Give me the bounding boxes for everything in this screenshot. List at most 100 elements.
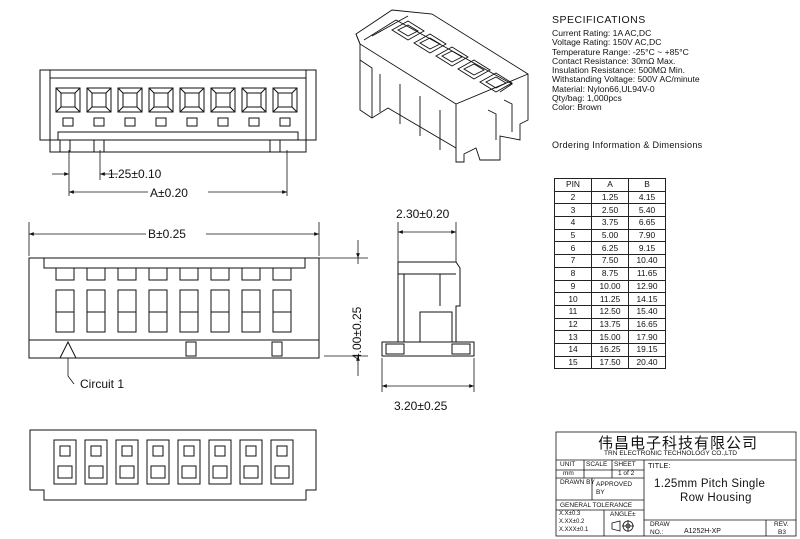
spec-line: Voltage Rating: 150V AC,DC xyxy=(552,37,662,48)
table-cell-b: 19.15 xyxy=(628,342,666,357)
pin-cavity-inner xyxy=(184,92,200,108)
table-cell-b: 7.90 xyxy=(628,228,666,243)
pin-window xyxy=(155,117,167,127)
iso-pin-cavity xyxy=(457,59,491,80)
table-cell-pin: 12 xyxy=(554,317,592,332)
table-cell-a: 2.50 xyxy=(591,203,629,218)
sheet-value: 1 of 2 xyxy=(618,470,635,477)
pin-cavity-inner xyxy=(91,92,107,108)
iso-pin-cavity xyxy=(479,72,513,93)
table-cell-a: 6.25 xyxy=(591,241,629,256)
spec-line: Withstanding Voltage: 500V AC/minute xyxy=(552,74,700,85)
table-cell-a: 12.50 xyxy=(591,304,629,319)
front-slot xyxy=(55,289,75,333)
pin-cavity-inner xyxy=(246,92,262,108)
pin-window xyxy=(124,117,136,127)
iso-pin-cavity xyxy=(413,33,447,54)
table-cell-pin: 8 xyxy=(554,266,592,281)
table-cell-b: 5.40 xyxy=(628,203,666,218)
bottom-cell-window xyxy=(121,445,133,457)
pin-cavity-inner xyxy=(215,92,231,108)
scale-label: SCALE xyxy=(586,461,608,468)
approved-by-label-1: APPROVED xyxy=(596,481,633,488)
front-slot xyxy=(179,289,199,333)
circuit-1-leader xyxy=(67,358,75,385)
bottom-cell xyxy=(177,439,201,485)
table-cell-pin: 15 xyxy=(554,355,592,370)
table-cell-b: 20.40 xyxy=(628,355,666,370)
revision-value: B3 xyxy=(778,529,786,536)
table-cell-pin: 2 xyxy=(554,190,592,205)
depth-dimension xyxy=(397,222,457,262)
front-slot xyxy=(272,289,292,333)
pin-cavity-bevel xyxy=(117,87,143,113)
pin-window xyxy=(62,117,74,127)
iso-pin-cavity-inner xyxy=(441,50,463,63)
table-cell-a: 15.00 xyxy=(591,330,629,344)
no-label: NO.: xyxy=(650,529,664,536)
front-slot xyxy=(210,289,230,333)
pin-window xyxy=(279,117,291,127)
pin-cavity-bevel xyxy=(179,87,205,113)
pin-cavity-inner xyxy=(60,92,76,108)
title-block-frame xyxy=(555,431,797,537)
revision-label: REV. xyxy=(774,521,789,528)
angle-label: ANGLE± xyxy=(610,511,636,518)
b-dimension xyxy=(28,222,320,256)
spec-line: Current Rating: 1A AC,DC xyxy=(552,28,652,38)
iso-pin-cavity xyxy=(435,46,469,67)
pin-cavity-bevel xyxy=(272,87,298,113)
bottom-cell-contact xyxy=(150,465,166,479)
tolerance-2: X.XX±0.2 xyxy=(559,519,585,525)
top-view xyxy=(39,69,317,153)
latch-tab xyxy=(269,139,281,153)
table-cell-pin: 13 xyxy=(554,330,592,344)
side-view xyxy=(381,261,475,357)
table-cell-pin: 7 xyxy=(554,254,592,268)
bottom-cell-window xyxy=(152,445,164,457)
a-label: A±0.20 xyxy=(150,186,188,200)
unit-value: mm xyxy=(563,470,574,477)
table-cell-b: 14.15 xyxy=(628,292,666,306)
front-view xyxy=(28,257,320,359)
bottom-cell xyxy=(115,439,139,485)
bottom-cell xyxy=(270,439,294,485)
table-cell-b: 17.90 xyxy=(628,330,666,344)
pin-cavity-inner xyxy=(153,92,169,108)
table-cell-b: 6.65 xyxy=(628,216,666,230)
table-cell-a: 11.25 xyxy=(591,292,629,306)
drawing-title-line-2: Row Housing xyxy=(680,492,752,504)
pin-window xyxy=(93,117,105,127)
isometric-view xyxy=(355,9,529,163)
front-slot-top xyxy=(148,267,168,281)
table-cell-a: 3.75 xyxy=(591,216,629,230)
pin-cavity-inner xyxy=(122,92,138,108)
bottom-view xyxy=(29,429,317,501)
iso-pin-cavity-inner xyxy=(485,76,507,89)
front-slot-top xyxy=(179,267,199,281)
table-cell-b: 10.40 xyxy=(628,254,666,268)
table-cell-a: 1.25 xyxy=(591,190,629,205)
bottom-cell xyxy=(208,439,232,485)
general-tolerance-label: GENERAL TOLERANCE xyxy=(560,502,633,509)
table-cell-a: 10.00 xyxy=(591,279,629,294)
table-header-row: PIN A B xyxy=(554,178,666,192)
drawn-by-label: DRAWN BY xyxy=(560,479,595,486)
front-slot-top xyxy=(210,267,230,281)
width-dimension xyxy=(381,358,475,392)
pin-window xyxy=(217,117,229,127)
bottom-cell xyxy=(53,439,77,485)
b-label: B±0.25 xyxy=(148,227,186,241)
table-cell-a: 7.50 xyxy=(591,254,629,268)
iso-pin-cavity-inner xyxy=(419,37,441,50)
pin-window xyxy=(186,117,198,127)
bottom-cell-contact xyxy=(212,465,228,479)
table-cell-pin: 5 xyxy=(554,228,592,243)
iso-pin-cavity-inner xyxy=(463,63,485,76)
